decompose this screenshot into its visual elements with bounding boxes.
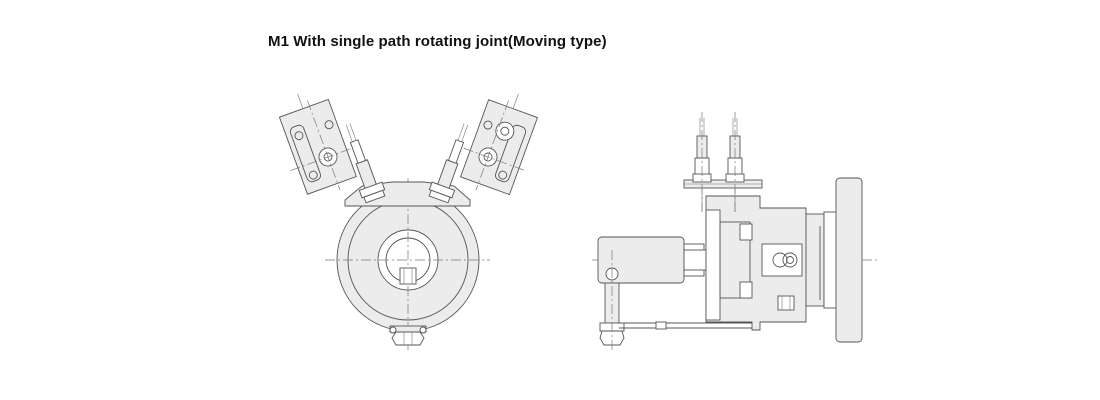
center-port	[399, 267, 417, 285]
figure-title: M1 With single path rotating joint(Movin…	[268, 33, 607, 50]
left-switch-plate	[278, 93, 357, 195]
housing-flange	[705, 209, 721, 321]
side-view	[592, 112, 878, 350]
right-sensor-assembly	[428, 123, 469, 204]
end-flange	[835, 177, 863, 343]
left-sensor-assembly	[345, 123, 386, 204]
bottom-nut	[391, 331, 425, 346]
clamp-block	[761, 243, 803, 277]
right-switch-plate	[459, 93, 539, 196]
front-view	[278, 93, 539, 352]
